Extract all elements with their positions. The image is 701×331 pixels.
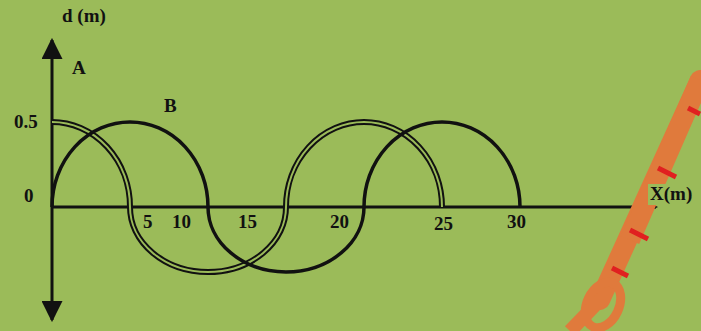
tick-label: 0.5: [12, 112, 40, 133]
x-axis: [52, 206, 656, 209]
tick-label: 0: [22, 186, 36, 207]
tick-label: 25: [432, 214, 455, 235]
wave-b: [52, 122, 520, 272]
wave-label: A: [70, 58, 88, 79]
axis-title: X(m): [648, 184, 694, 205]
axis-title: d (m): [60, 6, 108, 27]
wave-a: [52, 122, 442, 272]
tick-label: 5: [141, 212, 155, 233]
pointer-decoration: [570, 80, 700, 331]
tick-label: 20: [328, 212, 351, 233]
tick-label: 10: [170, 212, 193, 233]
y-axis: [51, 40, 54, 320]
tick-label: 15: [236, 212, 259, 233]
tick-label: 30: [505, 212, 528, 233]
wave-label: B: [162, 96, 179, 117]
